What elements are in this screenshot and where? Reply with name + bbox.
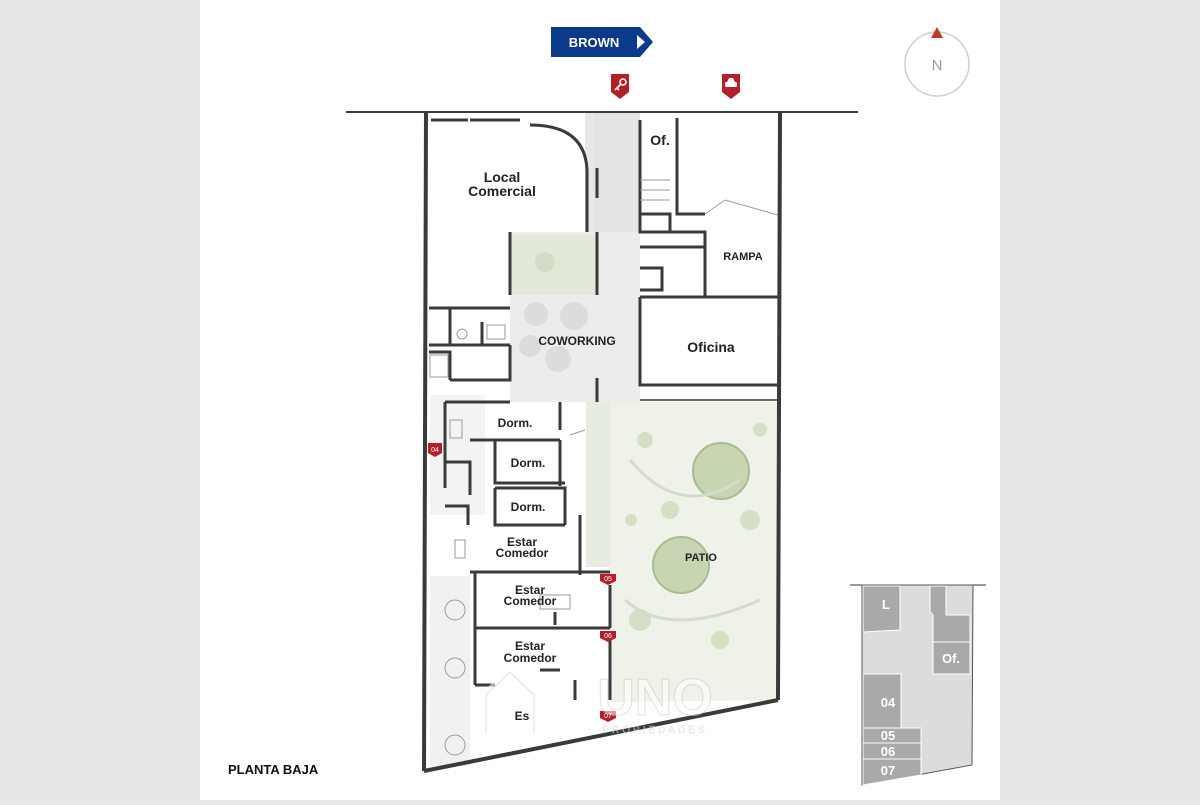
label-dorm-1: Dorm. [498, 416, 533, 430]
svg-text:07: 07 [604, 713, 612, 720]
north-compass: N [904, 27, 970, 97]
label-estar-4: Es [515, 709, 530, 723]
label-dorm-3: Dorm. [511, 500, 546, 514]
floor-plan-sheet: BROWN N [200, 0, 1000, 800]
label-rampa: RAMPA [723, 251, 763, 263]
street-badge: BROWN [551, 27, 653, 57]
car-icon [722, 74, 740, 99]
unit-tag-05: 05 [600, 574, 616, 585]
svg-text:05: 05 [604, 576, 612, 583]
left-margin [0, 0, 200, 800]
watermark-sub: PROPIEDADES [602, 725, 707, 736]
keyplan-label-07: 07 [881, 763, 895, 778]
north-arrow-icon [931, 27, 943, 38]
label-of-small: Of. [650, 132, 669, 148]
floor-label: PLANTA BAJA [228, 762, 319, 777]
label-estar-1: Estar [507, 535, 537, 549]
unit-tag-06: 06 [600, 631, 616, 642]
north-label: N [932, 57, 943, 74]
label-dorm-2: Dorm. [511, 456, 546, 470]
label-patio: PATIO [685, 552, 717, 564]
label-estar-2: Estar [515, 583, 545, 597]
watermark-brand: UNO [597, 669, 713, 727]
label-local: Local [484, 169, 521, 185]
key-plan: L Of. 04 05 06 07 [850, 584, 986, 786]
label-comedor-2: Comedor [504, 594, 557, 608]
label-coworking: COWORKING [538, 334, 615, 348]
outer-walls [346, 111, 858, 773]
interior-walls [429, 118, 778, 700]
unit-tag-04: 04 [428, 443, 442, 457]
keyplan-label-l: L [882, 597, 890, 612]
label-comercial: Comercial [468, 183, 536, 199]
watermark: UNO PROPIEDADES [481, 665, 713, 736]
keyplan-label-of: Of. [942, 651, 960, 666]
label-comedor-3: Comedor [504, 651, 557, 665]
keyplan-label-04: 04 [881, 695, 896, 710]
floor-plan-drawing: BROWN N [228, 27, 986, 786]
label-estar-3: Estar [515, 639, 545, 653]
svg-text:06: 06 [604, 633, 612, 640]
right-margin [1000, 0, 1200, 800]
svg-text:04: 04 [431, 447, 439, 454]
keyplan-label-06: 06 [881, 744, 895, 759]
label-oficina: Oficina [687, 339, 735, 355]
patio-garden [519, 252, 767, 649]
label-comedor-1: Comedor [496, 546, 549, 560]
keyplan-label-05: 05 [881, 728, 895, 743]
street-name: BROWN [569, 35, 620, 50]
fixtures [429, 179, 779, 756]
unit-tag-07: 07 [600, 711, 616, 722]
key-icon [611, 74, 629, 99]
